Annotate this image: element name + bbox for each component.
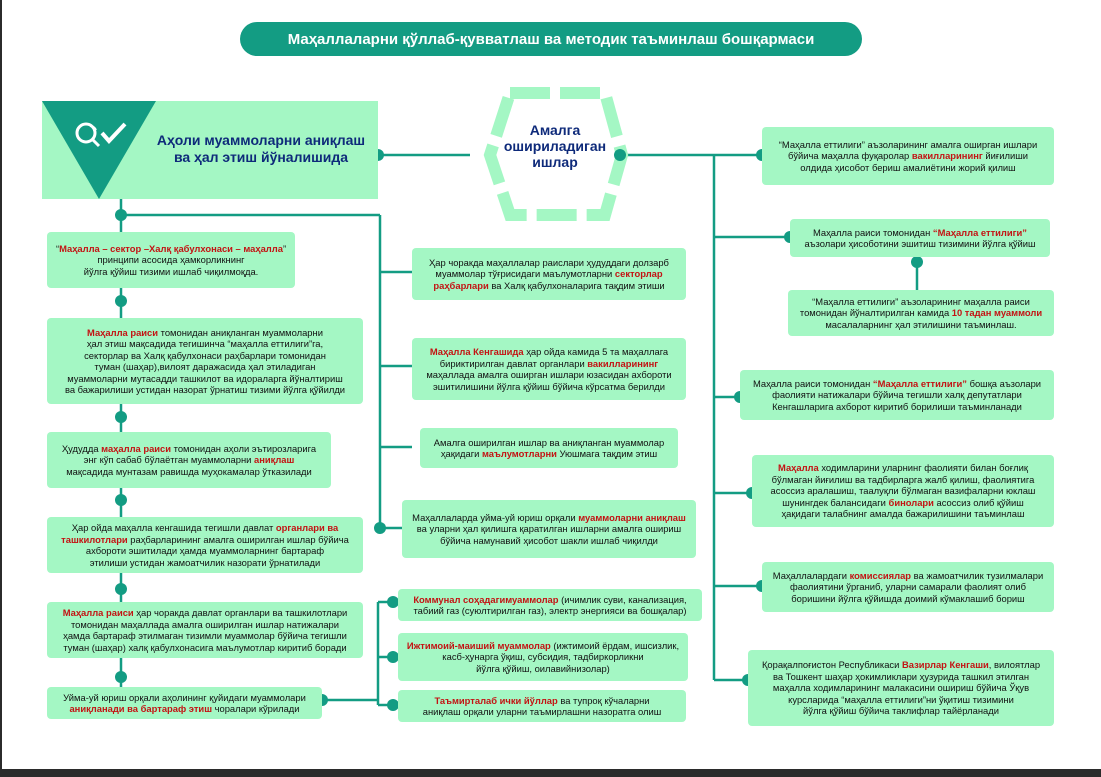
search-check-icon bbox=[75, 122, 127, 148]
left-box-1: “Маҳалла – сектор –Халқ қабулхонаси – ма… bbox=[47, 232, 295, 288]
direction-title: Аҳоли муаммоларни аниқлаш ва ҳал этиш йў… bbox=[156, 132, 366, 165]
right-box-4: Маҳалла раиси томонидан “Маҳалла еттилиг… bbox=[740, 370, 1054, 420]
center-label: Амалга ошириладиган ишлар bbox=[503, 122, 607, 170]
page-title: Маҳаллаларни қўллаб-қувватлаш ва методик… bbox=[240, 22, 862, 56]
frame-left bbox=[0, 0, 2, 777]
right-box-2: Маҳалла раиси томонидан “Маҳалла еттилиг… bbox=[790, 219, 1050, 257]
search-icon bbox=[75, 122, 97, 144]
right-box-1: “Маҳалла еттилиги” аъзоларининг амалга о… bbox=[762, 127, 1054, 185]
sub-box-social: Ижтимоий-маиший муаммолар (ижтимоий ёрда… bbox=[398, 633, 688, 681]
right-box-5: Маҳалла ходимларини уларнинг фаолияти би… bbox=[752, 455, 1054, 527]
sub-box-communal: Коммунал соҳадагимуаммолар (ичимлик суви… bbox=[398, 589, 702, 621]
middle-box-3: Амалга оширилган ишлар ва аниқланган муа… bbox=[420, 428, 678, 468]
frame-bottom bbox=[0, 769, 1101, 777]
middle-box-1: Ҳар чоракда маҳаллалар раислари ҳудуддаг… bbox=[412, 248, 686, 300]
middle-box-2: Маҳалла Кенгашида ҳар ойда камида 5 та м… bbox=[412, 338, 686, 400]
left-box-6: Уйма-уй юриш орқали аҳолининг қуйидаги м… bbox=[47, 687, 322, 719]
middle-box-4: Маҳаллаларда уйма-уй юриш орқали муаммол… bbox=[402, 500, 696, 558]
left-box-5: Маҳалла раиси ҳар чоракда давлат органла… bbox=[47, 602, 363, 658]
left-box-4: Ҳар ойда маҳалла кенгашида тегишли давла… bbox=[47, 517, 363, 573]
check-icon bbox=[100, 122, 127, 144]
right-box-3: “Маҳалла еттилиги” аъзоларининг маҳалла … bbox=[788, 290, 1054, 336]
right-box-6: Маҳаллалардаги комиссиялар ва жамоатчили… bbox=[762, 562, 1054, 612]
left-box-3: Ҳудудда маҳалла раиси томонидан аҳоли эъ… bbox=[47, 432, 331, 488]
sub-box-roads: Таъмирталаб ички йўллар ва тупроқ кўчала… bbox=[398, 690, 686, 722]
right-box-7: Қорақалпоғистон Республикаси Вазирлар Ке… bbox=[748, 650, 1054, 726]
left-box-2: Маҳалла раиси томонидан аниқланган муамм… bbox=[47, 318, 363, 404]
